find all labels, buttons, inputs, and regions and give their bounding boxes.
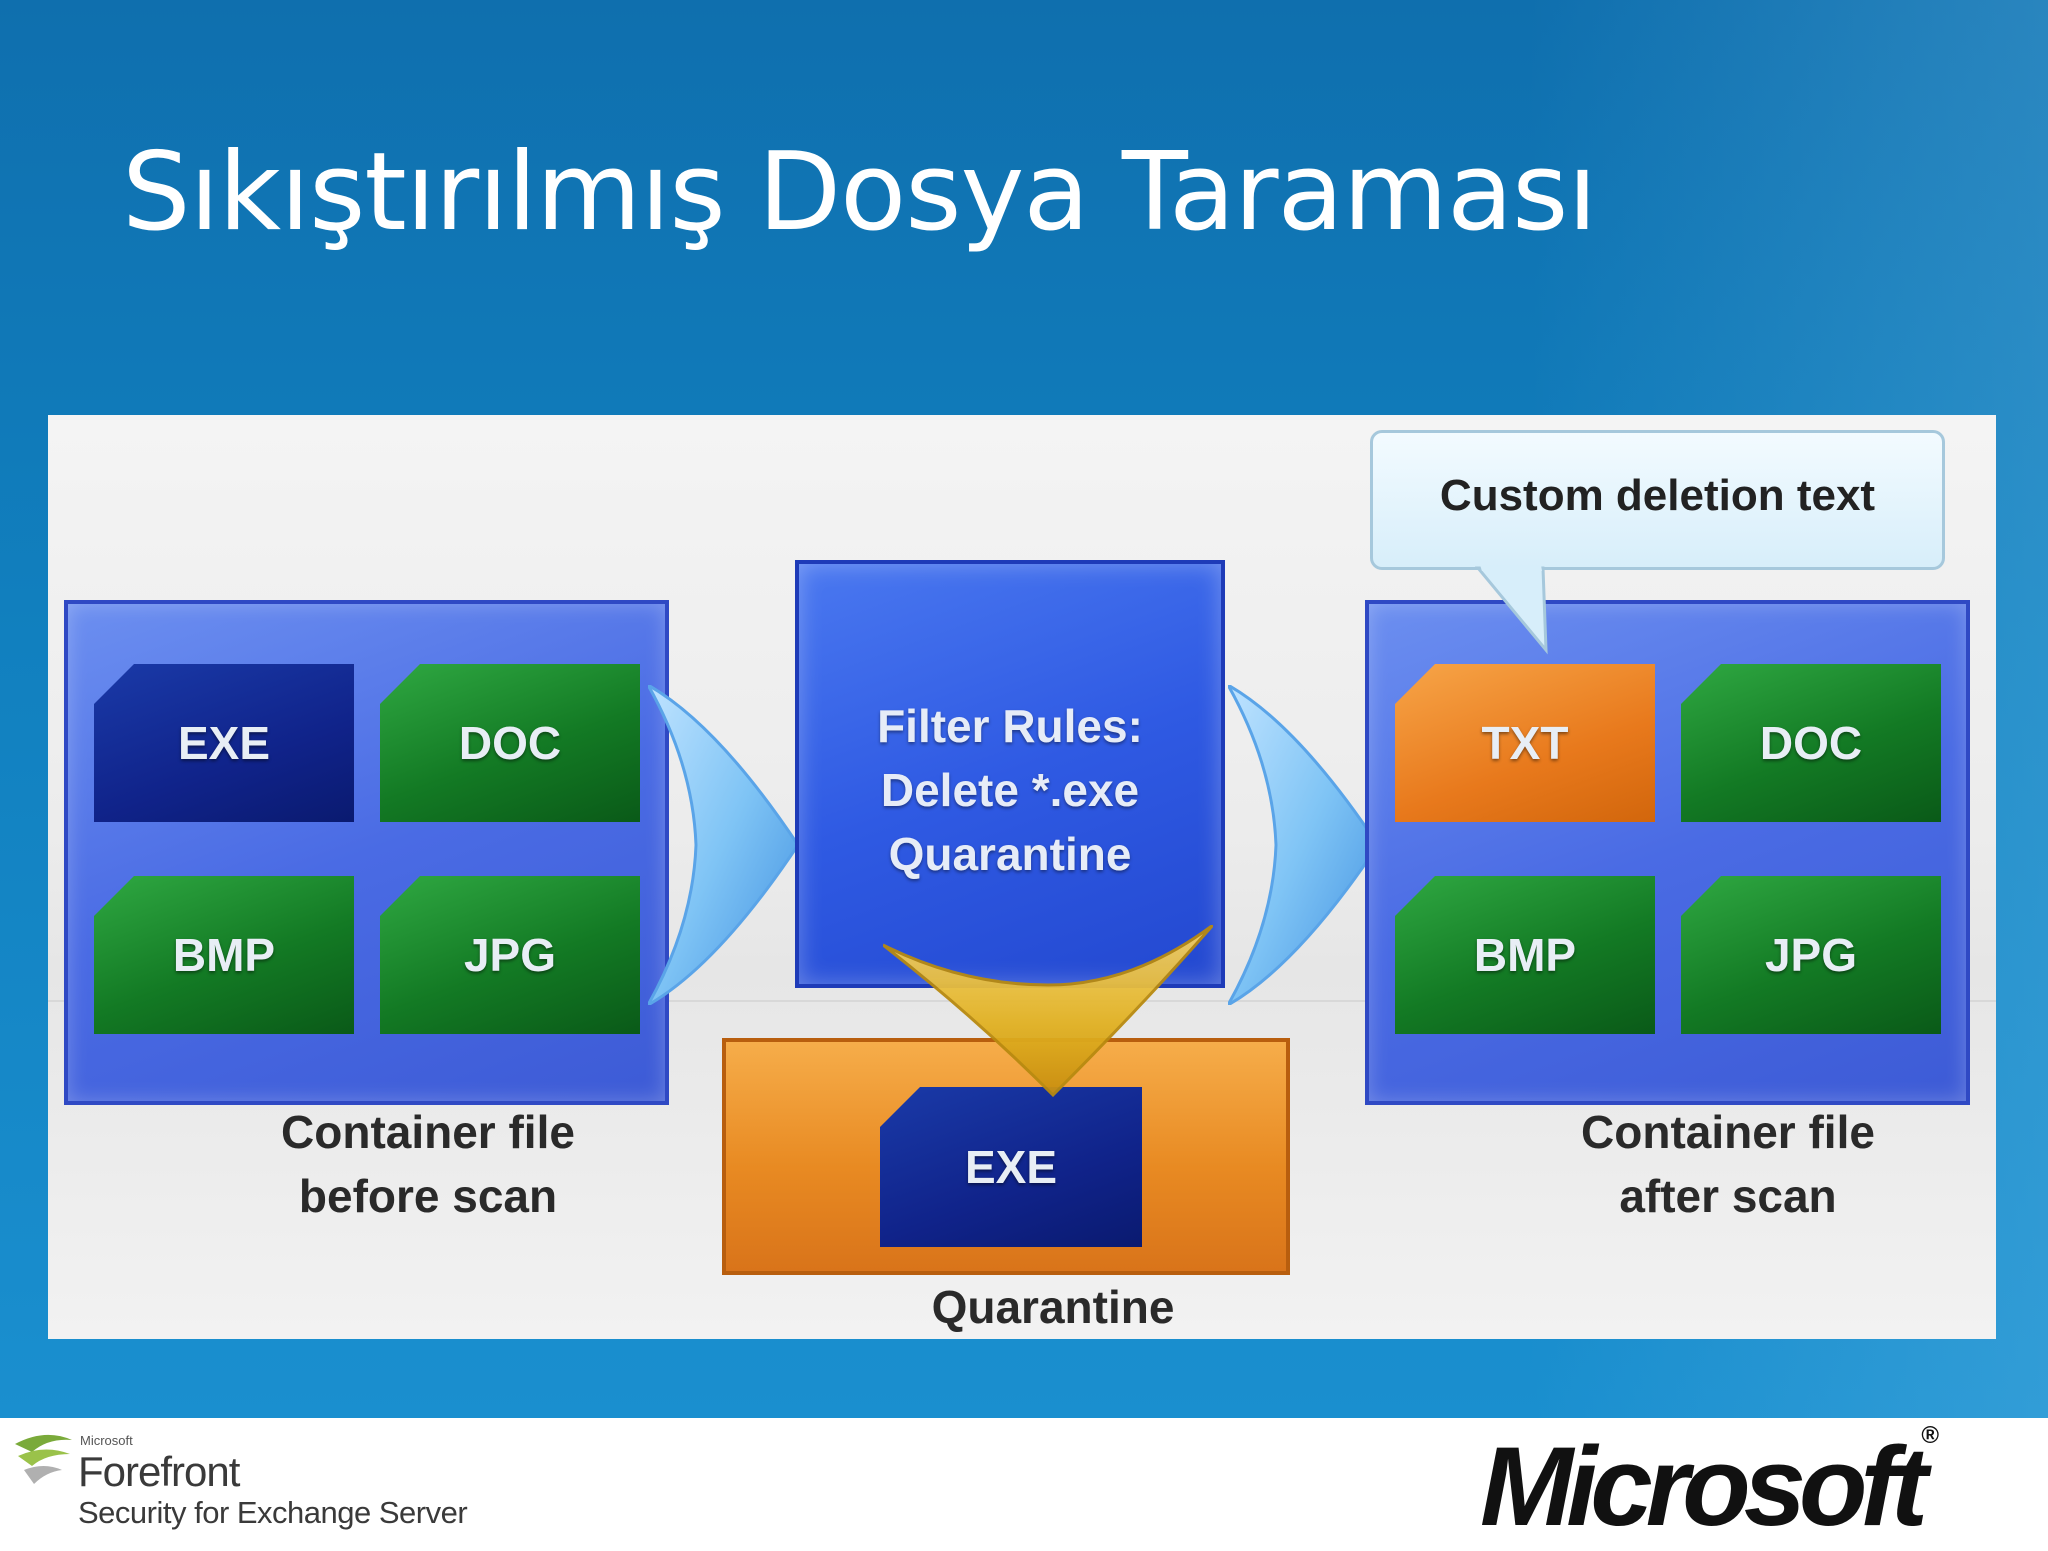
tile-jpg: JPG (1681, 876, 1941, 1034)
quarantine-box: EXE (722, 1038, 1290, 1275)
filter-rules-line3: Quarantine (888, 828, 1132, 880)
caption-after-line2: after scan (1619, 1170, 1837, 1222)
tile-bmp: BMP (94, 876, 354, 1034)
forefront-product-subtitle: Security for Exchange Server (78, 1495, 468, 1530)
footer (0, 1418, 2048, 1536)
filter-rules-box: Filter Rules: Delete *.exe Quarantine (795, 560, 1225, 988)
caption-quarantine: Quarantine (931, 1281, 1175, 1333)
arrow-right-icon (648, 685, 800, 1005)
filter-rules-line2: Delete *.exe (880, 764, 1140, 816)
tile-txt: TXT (1395, 664, 1655, 822)
container-before-scan: EXE DOC BMP JPG (64, 600, 669, 1105)
container-after-scan: TXT DOC BMP JPG (1365, 600, 1970, 1105)
callout-bubble: Custom deletion text (1370, 430, 1945, 570)
tile-doc: DOC (380, 664, 640, 822)
quarantine-tile-exe: EXE (880, 1087, 1142, 1247)
diagram-panel: EXE DOC BMP JPG Filter Rules: Delete *.e… (48, 415, 1996, 1339)
arrow-down-icon (883, 925, 1213, 1098)
registered-mark-icon: ® (1921, 1422, 1939, 1449)
caption-after-line1: Container file (1581, 1106, 1875, 1158)
forefront-product-name: Forefront (78, 1448, 240, 1495)
tile-doc: DOC (1681, 664, 1941, 822)
microsoft-logo-text: Microsoft (1480, 1424, 1928, 1549)
caption-before-line2: before scan (298, 1170, 558, 1222)
caption-before-line1: Container file (281, 1106, 575, 1158)
filter-rules-line1: Filter Rules: (877, 700, 1143, 752)
arrow-right-icon (1228, 685, 1380, 1005)
forefront-vendor: Microsoft (80, 1433, 133, 1448)
callout-pointer (1474, 565, 1548, 655)
slide-title: Sıkıştırılmış Dosya Taraması (122, 130, 1597, 255)
caption-before-scan: Container file before scan (178, 1100, 678, 1228)
microsoft-logo: Microsoft® (1480, 1422, 1939, 1551)
tile-bmp: BMP (1395, 876, 1655, 1034)
tile-jpg: JPG (380, 876, 640, 1034)
tile-exe: EXE (94, 664, 354, 822)
caption-after-scan: Container file after scan (1478, 1100, 1978, 1228)
forefront-swoosh-icon (15, 1434, 72, 1484)
callout-text: Custom deletion text (1439, 471, 1876, 520)
